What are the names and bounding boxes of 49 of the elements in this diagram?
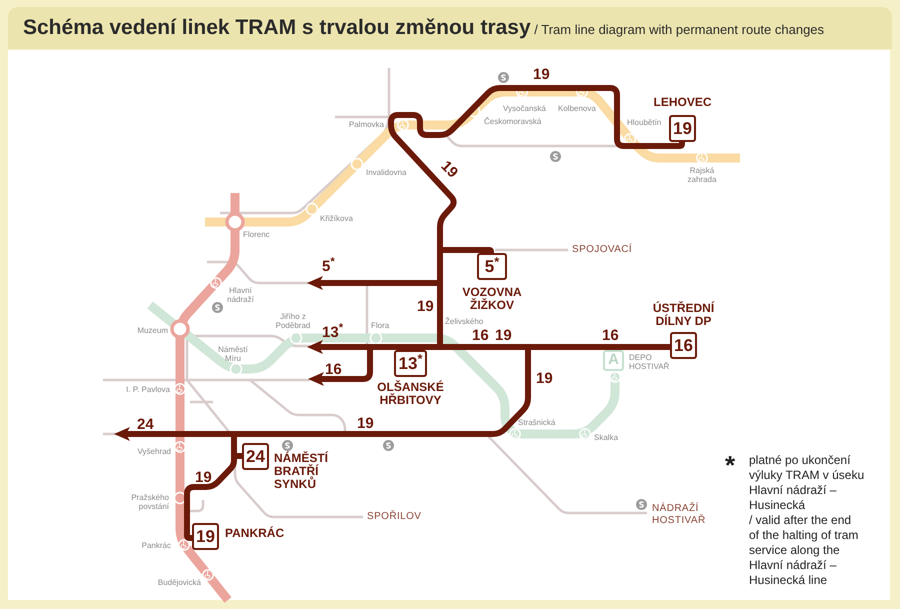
- station-name: Rajská zahrada: [686, 166, 718, 184]
- station-name: Palmovka: [348, 120, 384, 129]
- route-number-box: [669, 115, 696, 142]
- station-name: Pankrác: [142, 541, 171, 550]
- route-number: 19: [196, 528, 215, 545]
- footnote-text: platné po ukončení výluky TRAM v úseku Hlavní nádraží – Husinecká: [749, 453, 866, 513]
- terminal-name: VOZOVNA ŽIŽKOV: [461, 286, 523, 312]
- route-number-box: [477, 253, 507, 280]
- route-line: [440, 247, 494, 254]
- line-number: 19: [417, 299, 434, 314]
- station-name: Pražského povstání: [130, 493, 169, 511]
- route-number-box: [192, 523, 219, 550]
- terminal-stop-name: SPOŘILOV: [367, 511, 422, 523]
- route-number: 13$^{*}$: [398, 355, 422, 372]
- terminal-name: PANKRÁC: [225, 527, 286, 540]
- footnote-mark: *: [725, 452, 736, 478]
- station-name: DEPO HOSTIVAŘ: [629, 353, 670, 371]
- station-name: Strašnická: [518, 418, 556, 427]
- terminal-name: LEHOVEC: [652, 96, 712, 109]
- line-number: 16: [472, 328, 489, 343]
- terminal-name: ÚSTŘEDNÍ DÍLNY DP: [652, 302, 716, 328]
- station-name: Budějovická: [158, 578, 201, 587]
- station-name: Želivského: [445, 317, 484, 326]
- line-number: 19: [438, 158, 461, 181]
- station-name: Vyšehrad: [138, 447, 171, 456]
- station-name: Hloubětín: [627, 118, 662, 127]
- station-name: Vysočanská: [503, 104, 546, 113]
- metro-sign: A: [603, 350, 624, 371]
- route-number: 19: [673, 120, 692, 137]
- route-number: 5$^{*}$: [484, 258, 500, 275]
- footnote-text: / valid after the end of the halting of tram service along the Hlavní nádraží – Husinecká line: [749, 513, 860, 588]
- terminal-stop-name: SPOJOVACÍ: [572, 244, 632, 256]
- station-name: Muzeum: [137, 326, 168, 335]
- station-name: I. P. Pavlova: [126, 385, 170, 394]
- line-number: 19: [536, 371, 553, 386]
- route-line: [410, 344, 440, 350]
- title: Schéma vedení linek TRAM s trvalou změnou trasy / Tram line diagram with permanent route changes: [23, 15, 824, 42]
- line-number: 19: [495, 328, 512, 343]
- route-number: 16: [674, 337, 693, 354]
- line-number: 16: [602, 328, 619, 343]
- station-name: Skalka: [594, 433, 618, 442]
- line-number: 24: [137, 417, 154, 432]
- station-name: Českomoravská: [484, 117, 542, 126]
- route-line: [528, 344, 670, 350]
- terminal-name: OLŠANSKÉ HŘBITOVY: [376, 381, 445, 407]
- terminal-stop-name: NÁDRAŽÍ HOSTIVAŘ: [652, 503, 707, 527]
- route-number-box: [670, 332, 697, 359]
- station-name: Kolbenova: [558, 104, 596, 113]
- route-number-box: [394, 350, 427, 377]
